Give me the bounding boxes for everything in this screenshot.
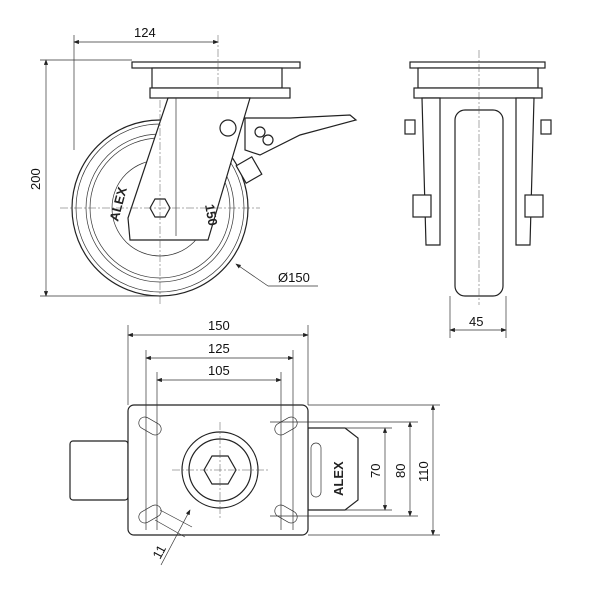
swivel-ring	[149, 87, 291, 99]
dimension-70: 70	[368, 464, 383, 478]
dimension-110: 110	[416, 461, 431, 482]
dimension-45: 45	[469, 314, 483, 329]
bolt-slots	[138, 416, 298, 524]
bolt	[219, 119, 237, 137]
front-view: 45	[404, 50, 552, 338]
dimension-125: 125	[208, 341, 230, 356]
bottom-view: ALEX 150 125 105	[69, 318, 440, 566]
brake-lever	[235, 156, 263, 184]
dimension-80: 80	[393, 464, 408, 478]
brake-pedal	[244, 114, 358, 156]
brake-brand-text: ALEX	[331, 461, 346, 496]
dimension-200: 200	[28, 168, 43, 190]
wheel-size-text: 150	[202, 203, 221, 227]
top-plate	[131, 61, 301, 69]
dimension-105: 105	[208, 363, 230, 378]
dimension-150: 150	[208, 318, 230, 333]
brake-handle	[69, 440, 129, 501]
swivel-housing	[151, 67, 283, 89]
dimension-11: 11	[149, 542, 169, 561]
side-view: ALEX 150 124 200 Ø150	[28, 25, 358, 305]
dimension-124: 124	[134, 25, 156, 40]
dimension-diameter-150: Ø150	[278, 270, 310, 285]
